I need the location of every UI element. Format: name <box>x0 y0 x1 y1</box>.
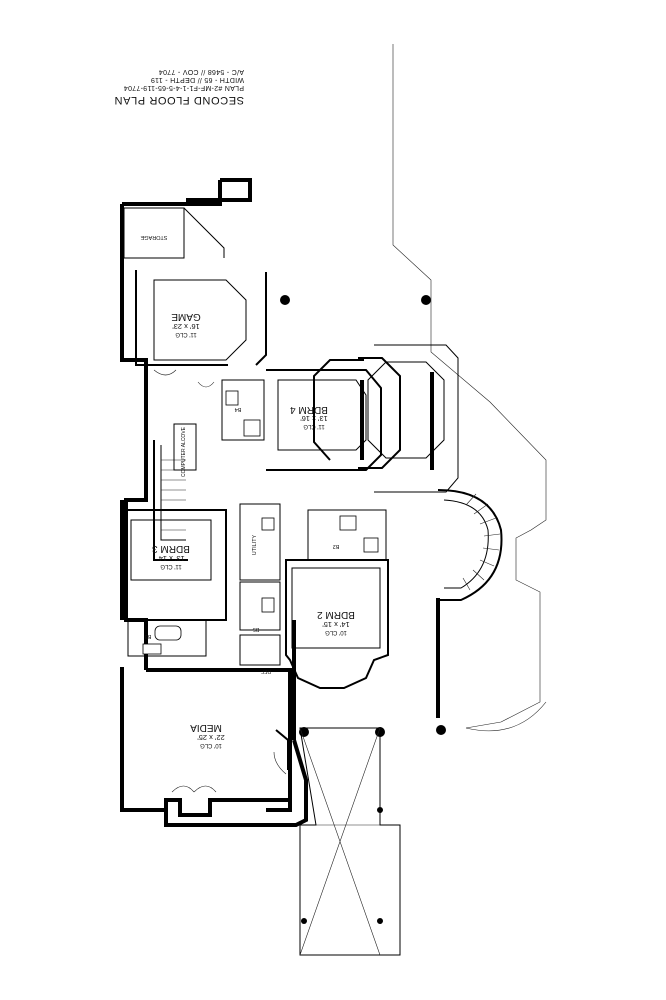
plan-title: SECOND FLOOR PLAN <box>114 94 244 106</box>
site-outline-curve <box>465 701 547 732</box>
plan-area: A/C - 5468 // COV - 7704 <box>159 68 244 75</box>
computer-alcove-label: COMPUTER ALCOVE <box>181 426 187 477</box>
utility-label: UTILITY <box>252 534 258 555</box>
columns <box>280 295 446 924</box>
game-room-name: GAME <box>171 311 201 322</box>
storage-room: STORAGE <box>123 207 225 259</box>
bdrm3-room: BDRM 3 13' x 14' 11' CLG <box>126 509 227 621</box>
b4-bath: B4 <box>221 379 265 441</box>
media-room: MEDIA 22' x 25' 10' CLG <box>120 667 292 825</box>
b3-bath: B3 <box>127 619 207 657</box>
b4-label: B4 <box>235 406 242 412</box>
game-room-clg: 11' CLG <box>175 331 197 337</box>
curved-stair <box>436 489 503 718</box>
media-room-clg: 10' CLG <box>200 742 222 748</box>
ref-area: REF <box>239 634 281 674</box>
b2-bath: B2 <box>307 509 387 561</box>
bdrm2-name: BDRM 2 <box>317 609 355 620</box>
bdrm2-room: BDRM 2 14' x 15' 10' CLG <box>285 559 389 689</box>
octagon-rooms <box>313 344 459 493</box>
storage-label: STORAGE <box>140 234 167 240</box>
plan-number: PLAN #2-MF-F1-1-4-5-65-119-7704 <box>124 84 244 91</box>
game-room-dims: 16' x 23' <box>172 322 200 331</box>
plan-dimensions: WIDTH - 65 // DEPTH - 119 <box>151 76 244 83</box>
rotated-plan-group: SECOND FLOOR PLAN PLAN #2-MF-F1-1-4-5-65… <box>114 44 547 956</box>
b5-bath: B5 <box>239 581 281 632</box>
bdrm2-clg: 10' CLG <box>325 629 347 635</box>
media-room-dims: 22' x 25' <box>197 733 225 742</box>
site-outline <box>392 44 547 729</box>
b2-label: B2 <box>333 543 340 549</box>
bdrm2-dims: 14' x 15' <box>322 620 350 629</box>
bdrm3-dims: 13' x 14' <box>157 554 185 563</box>
bdrm4-name: BDRM 4 <box>290 404 328 415</box>
balcony <box>299 727 401 956</box>
b3-label: B3 <box>145 633 152 639</box>
b5-label: B5 <box>253 626 260 632</box>
door-swings <box>153 369 287 793</box>
ref-label: REF <box>261 668 271 674</box>
utility-room: UTILITY <box>239 503 281 581</box>
bdrm3-name: BDRM 3 <box>152 543 190 554</box>
bdrm3-clg: 11' CLG <box>160 563 182 569</box>
central-hall: COMPUTER ALCOVE <box>153 423 197 561</box>
media-room-name: MEDIA <box>190 722 222 733</box>
game-room: GAME 16' x 23' 11' CLG <box>135 270 267 366</box>
title-block: SECOND FLOOR PLAN PLAN #2-MF-F1-1-4-5-65… <box>114 68 244 106</box>
